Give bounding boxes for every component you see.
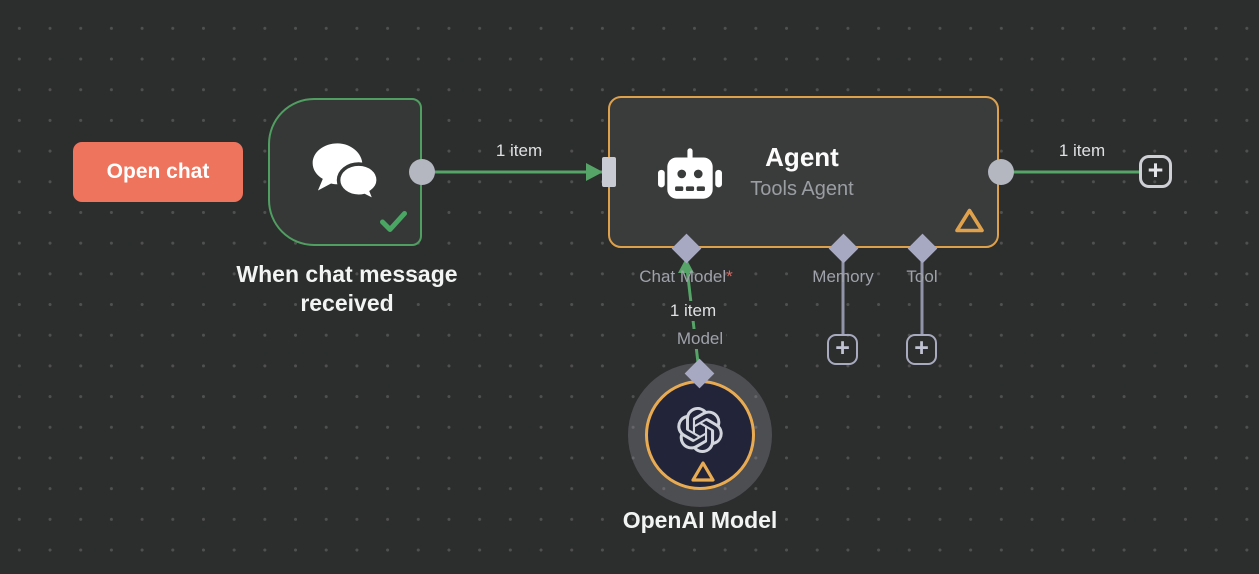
openai-node-label: OpenAI Model [622, 507, 778, 533]
warning-triangle-icon [955, 208, 984, 233]
trigger-output-connector[interactable] [409, 159, 435, 185]
add-memory-button[interactable]: + [827, 334, 858, 365]
plus-icon: + [835, 333, 850, 362]
chat-trigger-node[interactable] [268, 98, 422, 246]
model-port-label: Model [673, 329, 727, 349]
tool-port-label: Tool [906, 267, 938, 286]
agent-node[interactable]: Agent Tools Agent [608, 96, 999, 248]
plus-icon: + [914, 333, 929, 362]
success-check-icon [380, 211, 407, 232]
agent-output-connector[interactable] [988, 159, 1014, 185]
robot-icon [658, 148, 722, 199]
agent-node-subtitle: Tools Agent [750, 178, 854, 200]
trigger-node-label: When chat message received [236, 261, 458, 316]
add-next-node-button[interactable]: + [1139, 155, 1172, 188]
chat-model-port-text: Chat Model [639, 267, 727, 286]
warning-triangle-icon [691, 461, 715, 482]
agent-node-title: Agent [765, 142, 839, 172]
model-connection-items-wrap: 1 item [643, 301, 743, 321]
memory-port-label: Memory [812, 267, 874, 286]
speech-bubbles-icon [312, 143, 380, 202]
agent-text-block: Agent Tools Agent [702, 142, 902, 202]
agent-input-connector[interactable] [602, 157, 616, 187]
connection-items-label: 1 item [495, 141, 543, 160]
chat-model-port-label: Chat Model* [616, 267, 756, 287]
open-chat-button[interactable]: Open chat [73, 142, 243, 202]
output-items-label: 1 item [1058, 141, 1106, 160]
model-connection-port-wrap: Model [650, 329, 750, 349]
required-asterisk: * [726, 267, 733, 286]
add-tool-button[interactable]: + [906, 334, 937, 365]
arrowhead-up-icon [678, 258, 694, 273]
openai-logo-icon [677, 407, 723, 453]
arrowhead-right-icon [586, 163, 603, 181]
openai-model-node[interactable] [645, 380, 755, 490]
plus-icon: + [1147, 154, 1164, 185]
model-items-label: 1 item [666, 301, 720, 321]
